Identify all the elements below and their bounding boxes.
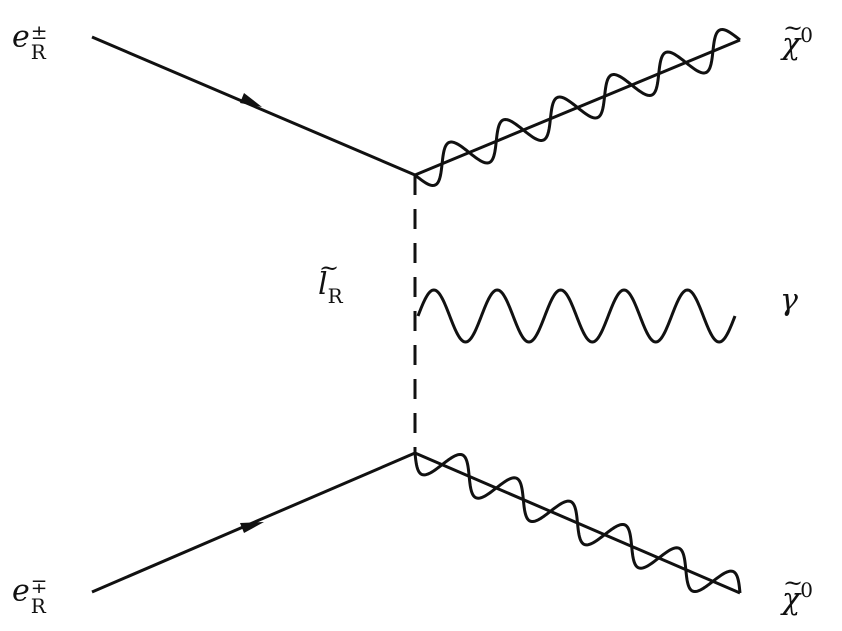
arrow-icon-top [240,93,262,107]
label-electron-top: e±R [12,19,48,64]
label-photon: γ [780,283,798,318]
label-electron-bottom: e∓R [12,573,48,618]
incoming-electron-line-top [91,35,416,177]
neutralino-wave-top [414,28,741,187]
label-neutralino-top: ~χ0 [782,14,813,62]
label-slepton: ~lR [318,254,343,308]
photon-wave [416,288,737,344]
arrow-icon-bottom [240,522,264,533]
label-neutralino-bottom: ~χ0 [782,569,813,617]
neutralino-wave-bottom [413,452,742,594]
